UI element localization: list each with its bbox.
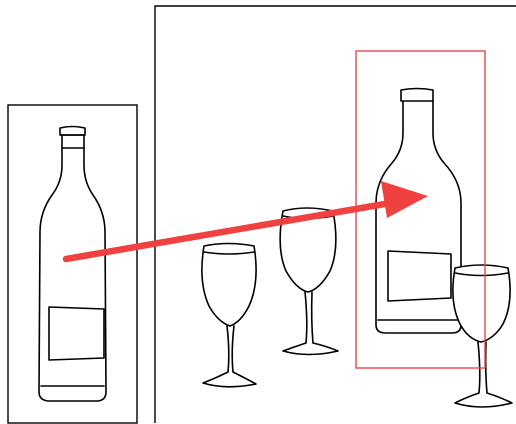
reference-panel [8,105,137,423]
wine-glass-icon [202,244,256,387]
wine-glass-icon [280,208,338,355]
reference-bottle-icon [39,127,106,402]
reference-panel-frame [8,105,137,423]
arrow-right-icon [381,181,428,218]
wine-glass-icon [453,265,512,407]
correspondence-arrow [66,181,428,259]
